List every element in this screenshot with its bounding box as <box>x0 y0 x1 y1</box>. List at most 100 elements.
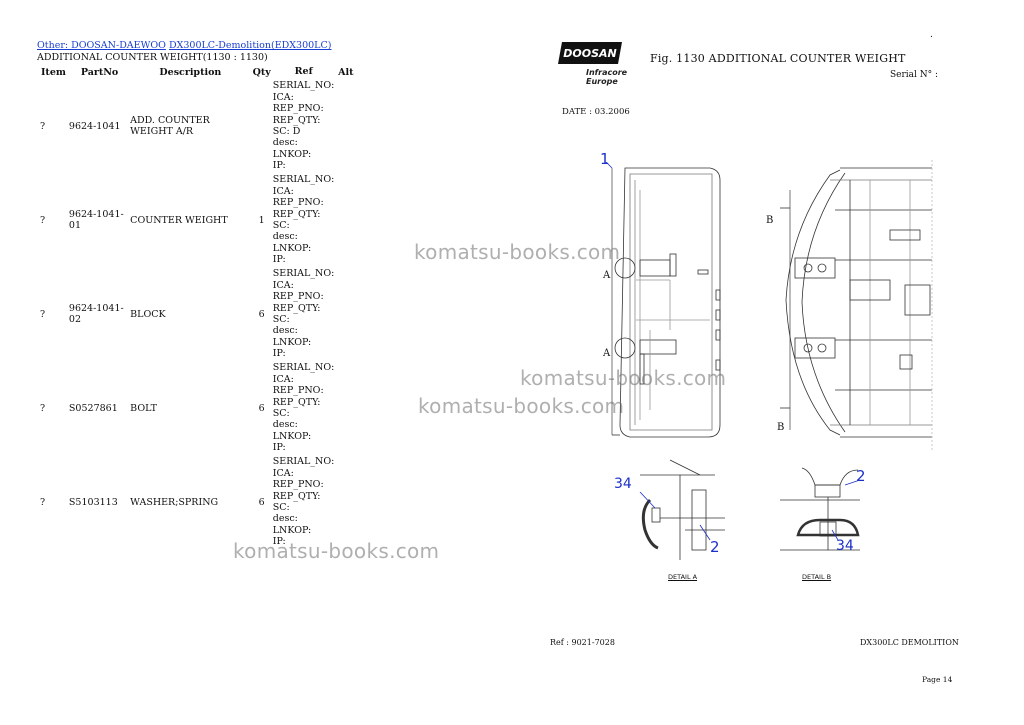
ref-field: LNKOP: <box>272 148 312 160</box>
row-qty <box>251 79 273 173</box>
ref-field: REP_QTY: <box>272 490 321 502</box>
serial-label: Serial N° : <box>890 70 939 80</box>
ref-field: REP_QTY: <box>272 114 321 126</box>
row-partno: 9624-1041-02 <box>68 303 124 325</box>
row-ref: SERIAL_NO:ICA:REP_PNO:REP_QTY:SC:desc:LN… <box>273 267 335 361</box>
row-ref: SERIAL_NO:ICA:REP_PNO:REP_QTY:SC:desc:LN… <box>273 361 335 455</box>
ref-field: SERIAL_NO: <box>272 362 335 374</box>
ref-field: ICA: <box>272 185 294 197</box>
callout-34-detail-b: 34 <box>836 538 854 554</box>
row-description: ADD. COUNTER WEIGHT A/R <box>130 115 210 137</box>
breadcrumb: Other: DOOSAN-DAEWOO DX300LC-Demolition(… <box>37 40 357 51</box>
row-alt <box>335 267 357 361</box>
watermark-2: komatsu-books.com <box>520 366 727 390</box>
row-description: BOLT <box>130 402 157 414</box>
header-description: Description <box>159 66 222 78</box>
logo-text: DOOSAN <box>563 47 616 60</box>
ref-field: REP_PNO: <box>272 385 324 397</box>
row-partno: S5103113 <box>68 496 118 508</box>
breadcrumb-link-model[interactable]: DX300LC-Demolition(EDX300LC) <box>168 40 332 51</box>
page-number: Page 14 <box>922 675 953 684</box>
row-alt <box>335 361 357 455</box>
counterweight-drawing <box>605 160 933 560</box>
ref-field: IP: <box>272 254 286 266</box>
ref-field: SERIAL_NO: <box>272 268 335 280</box>
logo-sub-infracore: Infracore <box>586 68 628 77</box>
plan-view <box>780 160 933 450</box>
section-label-a-top: A <box>603 270 611 281</box>
row-partno: S0527861 <box>68 402 118 414</box>
ref-field: REP_PNO: <box>272 291 324 303</box>
row-qty: 1 <box>258 214 265 226</box>
logo-sub-europe: Europe <box>586 77 618 86</box>
side-view <box>611 167 721 438</box>
row-ref: SERIAL_NO:ICA:REP_PNO:REP_QTY:SC:desc:LN… <box>273 455 335 549</box>
callout-1: 1 <box>600 150 610 168</box>
ref-field: SC: <box>272 314 290 325</box>
ref-field: IP: <box>272 348 286 360</box>
ref-field: IP: <box>272 442 286 454</box>
reference-number: Ref : 9021-7028 <box>550 638 615 647</box>
ref-field: REP_QTY: <box>272 396 321 408</box>
row-description: COUNTER WEIGHT <box>130 214 228 226</box>
section-label-b-bottom: B <box>777 422 785 433</box>
row-alt <box>335 455 357 549</box>
ref-field: ICA: <box>272 91 294 103</box>
header-partno: PartNo <box>80 66 119 78</box>
row-partno: 9624-1041-01 <box>68 209 124 231</box>
detail-b-caption: DETAIL B <box>802 573 832 581</box>
callout-34-detail-a: 34 <box>614 476 632 492</box>
ref-field: desc: <box>272 513 298 525</box>
ref-field: SERIAL_NO: <box>272 174 335 186</box>
header-ref: Ref <box>294 66 313 78</box>
callout-2-plan: 2 <box>856 467 866 485</box>
ref-field: LNKOP: <box>272 336 312 348</box>
ref-field: IP: <box>272 160 286 172</box>
ref-field: REP_QTY: <box>272 302 321 314</box>
detail-b-view <box>780 467 860 551</box>
parts-list-panel: Other: DOOSAN-DAEWOO DX300LC-Demolition(… <box>37 40 357 549</box>
ref-field: ICA: <box>272 279 294 291</box>
row-alt <box>335 173 357 267</box>
ref-field: desc: <box>272 231 298 243</box>
row-qty: 6 <box>258 308 265 320</box>
ref-field: REP_PNO: <box>272 479 324 491</box>
ref-field: SERIAL_NO: <box>272 80 335 92</box>
ref-field: SC: <box>272 408 290 419</box>
row-item: ? <box>40 496 46 508</box>
ref-field: LNKOP: <box>272 242 312 254</box>
detail-a-caption: DETAIL A <box>668 573 698 581</box>
parts-diagram-page: DOOSAN Infracore Europe Fig. 1130 ADDITI… <box>540 30 960 710</box>
table-row: ? 9624-1041-01 COUNTER WEIGHT 1 SERIAL_NO:IC… <box>37 173 357 267</box>
ref-field: ICA: <box>272 467 294 479</box>
ref-field: SC: D <box>272 126 301 137</box>
detail-a-view <box>640 459 725 560</box>
ref-field: ICA: <box>272 373 294 385</box>
ref-field: SC: <box>272 220 290 231</box>
ref-field: REP_QTY: <box>272 208 321 220</box>
page-title: ADDITIONAL COUNTER WEIGHT(1130 : 1130) <box>37 52 268 63</box>
table-header-row: Item PartNo Description Qty Ref Alt <box>37 65 357 79</box>
doosan-logo: DOOSAN <box>558 42 622 64</box>
row-description: WASHER;SPRING <box>130 496 219 508</box>
callout-2-detail-a: 2 <box>710 538 720 556</box>
breadcrumb-link-brand[interactable]: Other: DOOSAN-DAEWOO <box>37 40 166 51</box>
section-label-b-top: B <box>766 215 774 226</box>
row-item: ? <box>40 214 46 226</box>
row-item: ? <box>40 308 46 320</box>
ref-field: REP_PNO: <box>272 197 324 209</box>
row-qty: 6 <box>258 402 265 414</box>
watermark-1: komatsu-books.com <box>414 240 621 264</box>
table-row: ? S0527861 BOLT 6 SERIAL_NO:ICA:REP_PNO:REP_… <box>37 361 357 455</box>
ref-field: REP_PNO: <box>272 103 324 115</box>
ref-field: desc: <box>272 325 298 337</box>
ref-field: desc: <box>272 137 298 149</box>
header-qty: Qty <box>252 66 271 78</box>
ref-field: SC: <box>272 502 290 513</box>
row-item: ? <box>40 402 46 414</box>
corner-mark: . <box>930 30 933 40</box>
